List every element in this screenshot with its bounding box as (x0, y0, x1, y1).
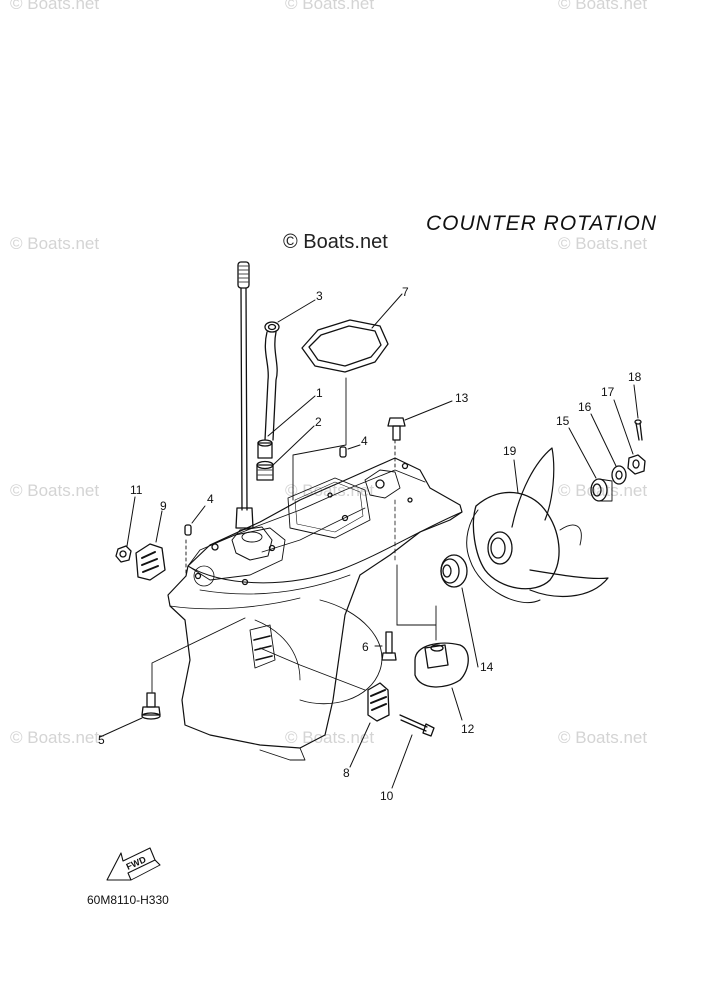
dowel-pin (184, 446, 347, 536)
callout-10: 10 (380, 789, 394, 803)
anode-9 (135, 543, 166, 581)
washer (611, 465, 627, 485)
callout-8: 8 (343, 766, 350, 780)
callout-3: 3 (316, 289, 323, 303)
callout-13: 13 (455, 391, 469, 405)
callout-19: 19 (503, 444, 517, 458)
bolt-6 (381, 631, 397, 661)
callout-4: 4 (207, 492, 214, 506)
nut-11 (115, 545, 132, 563)
callout-7: 7 (402, 285, 409, 299)
bolt-5 (141, 692, 161, 720)
seal (256, 460, 274, 481)
callout-15: 15 (556, 414, 570, 428)
callout-11: 11 (130, 483, 143, 497)
grommet (257, 439, 273, 459)
assembly-guides (151, 377, 437, 693)
watermark: © Boats.net (558, 0, 648, 13)
callout-5: 5 (98, 733, 105, 747)
leader-lines (99, 293, 639, 789)
callout-16: 16 (578, 400, 592, 414)
callout-6: 6 (362, 640, 369, 654)
brand-label: © Boats.net (283, 231, 388, 253)
drive-shaft (235, 261, 254, 529)
spacer (590, 478, 613, 502)
cotter-pin (634, 419, 643, 441)
watermark: © Boats.net (10, 234, 100, 253)
callout-18: 18 (628, 370, 642, 384)
screw-10 (399, 714, 435, 737)
watermark: © Boats.net (558, 234, 648, 253)
watermark: © Boats.net (285, 481, 375, 500)
trim-tab (414, 642, 469, 688)
callout-2: 2 (315, 415, 322, 429)
propeller-nut (627, 454, 646, 475)
water-tube (264, 321, 280, 441)
watermark: © Boats.net (285, 728, 375, 747)
bolt-13 (387, 417, 406, 441)
diagram-code: 60M8110-H330 (87, 893, 169, 907)
lower-case-housing (167, 457, 463, 761)
callout-9: 9 (160, 499, 167, 513)
watermark: © Boats.net (10, 481, 100, 500)
watermark: © Boats.net (558, 728, 648, 747)
anode-8 (367, 682, 390, 722)
callout-1: 1 (316, 386, 323, 400)
callout-14: 14 (480, 660, 494, 674)
propeller (466, 447, 609, 604)
diagram-title: COUNTER ROTATION (426, 212, 658, 235)
callout-4: 4 (361, 434, 368, 448)
callout-17: 17 (601, 385, 615, 399)
watermark: © Boats.net (10, 0, 100, 13)
watermark: © Boats.net (10, 728, 100, 747)
watermark: © Boats.net (285, 0, 375, 13)
fwd-arrow-icon (106, 847, 161, 881)
watermark: © Boats.net (558, 481, 648, 500)
callout-12: 12 (461, 722, 475, 736)
gasket (301, 319, 389, 373)
thrust-washer (440, 554, 468, 588)
